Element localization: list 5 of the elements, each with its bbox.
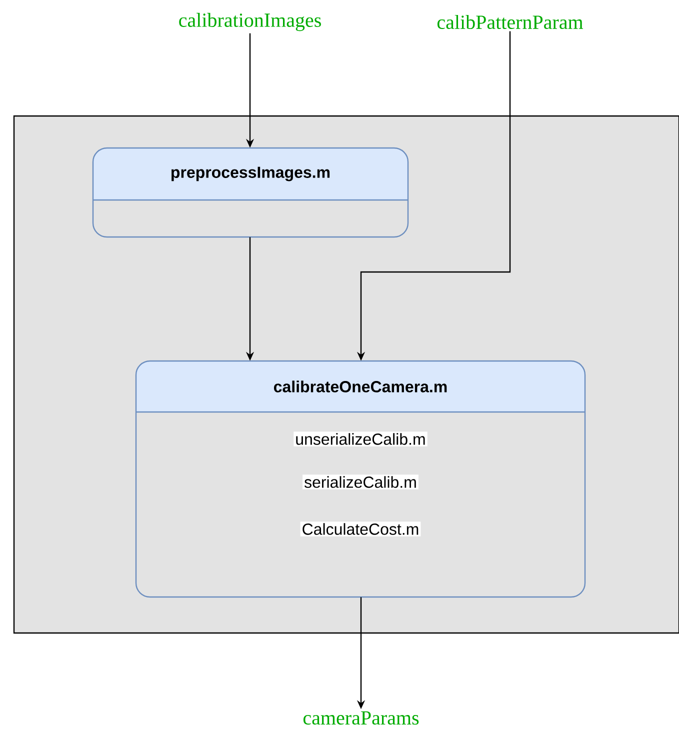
process-box: preprocessImages.m	[92, 147, 409, 238]
io-label: cameraParams	[303, 711, 419, 725]
io-label: calibrationImages	[179, 12, 321, 32]
io-label: calibPatternParam	[437, 14, 584, 30]
process-box: calibrateOneCamera.m unserializeCalib.m serializeCalib.m CalculateCost.m	[135, 360, 586, 598]
